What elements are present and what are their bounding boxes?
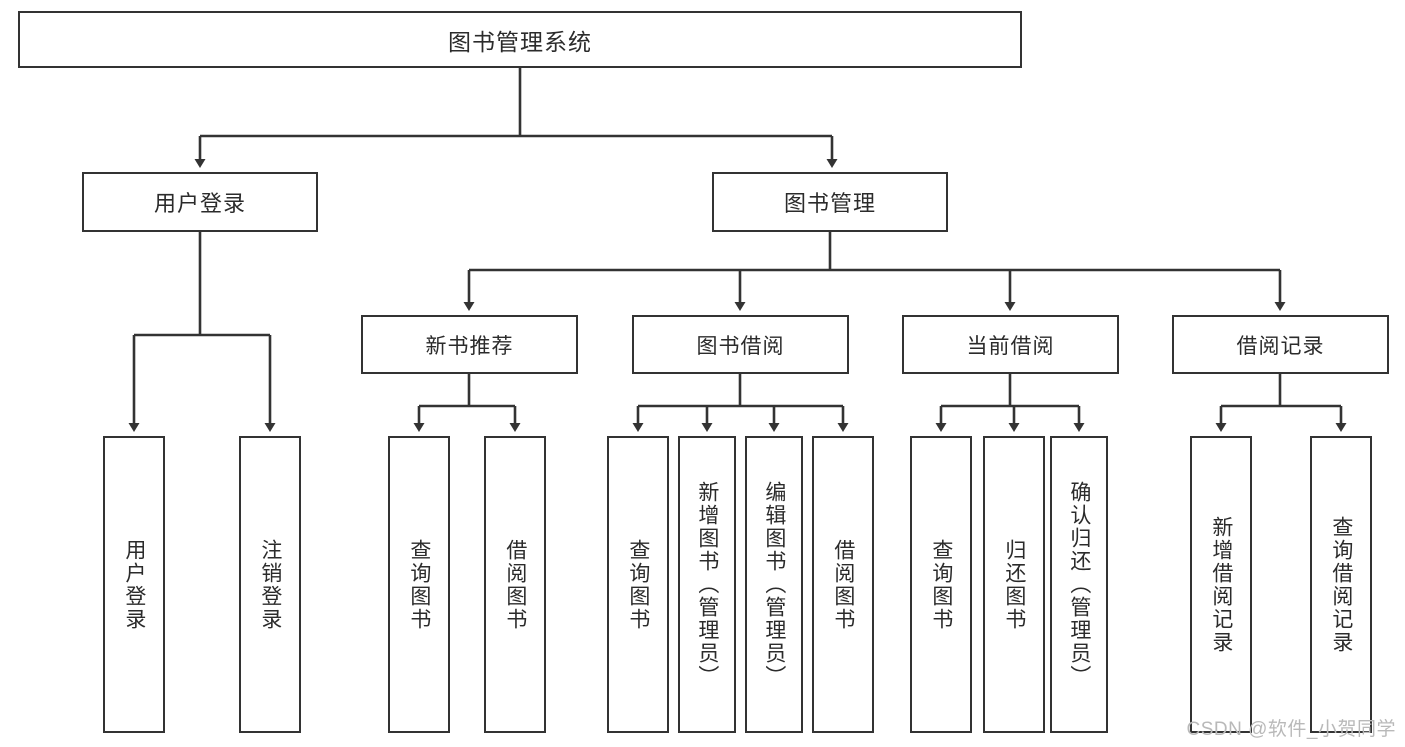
node-leaf-borrow-book-2[interactable]: 借阅图书 (812, 436, 874, 733)
node-leaf-logout-label: 注销登录 (258, 538, 282, 631)
node-user-login[interactable]: 用户登录 (82, 172, 318, 232)
node-leaf-query-record-label: 查询借阅记录 (1329, 515, 1353, 654)
node-leaf-query-book-1[interactable]: 查询图书 (388, 436, 450, 733)
node-leaf-borrow-book-1-label: 借阅图书 (503, 538, 527, 631)
node-book-borrow[interactable]: 图书借阅 (632, 315, 849, 374)
node-leaf-borrow-book-1[interactable]: 借阅图书 (484, 436, 546, 733)
node-root-system[interactable]: 图书管理系统 (18, 11, 1022, 68)
node-leaf-confirm-return[interactable]: 确认归还（管理员） (1050, 436, 1108, 733)
node-leaf-query-book-1-label: 查询图书 (407, 538, 431, 631)
node-leaf-add-book[interactable]: 新增图书（管理员） (678, 436, 736, 733)
node-leaf-add-record-label: 新增借阅记录 (1209, 515, 1233, 654)
node-leaf-query-book-2-label: 查询图书 (626, 538, 650, 631)
node-leaf-edit-book-label: 编辑图书（管理员） (762, 481, 786, 688)
node-new-book-recommend[interactable]: 新书推荐 (361, 315, 578, 374)
node-leaf-query-record[interactable]: 查询借阅记录 (1310, 436, 1372, 733)
node-root-label: 图书管理系统 (448, 28, 592, 55)
node-leaf-query-book-3-label: 查询图书 (929, 538, 953, 631)
node-new-book-recommend-label: 新书推荐 (425, 334, 514, 358)
node-leaf-return-book[interactable]: 归还图书 (983, 436, 1045, 733)
node-current-borrow[interactable]: 当前借阅 (902, 315, 1119, 374)
node-leaf-query-book-3[interactable]: 查询图书 (910, 436, 972, 733)
node-leaf-return-book-label: 归还图书 (1002, 538, 1026, 631)
node-book-borrow-label: 图书借阅 (696, 334, 785, 358)
node-leaf-confirm-return-label: 确认归还（管理员） (1067, 481, 1091, 688)
node-book-manage-label: 图书管理 (783, 191, 876, 216)
node-borrow-record[interactable]: 借阅记录 (1172, 315, 1389, 374)
node-borrow-record-label: 借阅记录 (1236, 334, 1325, 358)
csdn-watermark: CSDN @软件_小贺同学 (1186, 719, 1396, 740)
node-leaf-logout[interactable]: 注销登录 (239, 436, 301, 733)
node-book-manage[interactable]: 图书管理 (712, 172, 948, 232)
node-user-login-label: 用户登录 (153, 191, 246, 216)
node-leaf-borrow-book-2-label: 借阅图书 (831, 538, 855, 631)
node-leaf-add-book-label: 新增图书（管理员） (695, 481, 719, 688)
node-leaf-edit-book[interactable]: 编辑图书（管理员） (745, 436, 803, 733)
node-leaf-add-record[interactable]: 新增借阅记录 (1190, 436, 1252, 733)
node-leaf-user-login[interactable]: 用户登录 (103, 436, 165, 733)
node-current-borrow-label: 当前借阅 (966, 334, 1055, 358)
node-leaf-user-login-label: 用户登录 (122, 538, 146, 631)
node-leaf-query-book-2[interactable]: 查询图书 (607, 436, 669, 733)
